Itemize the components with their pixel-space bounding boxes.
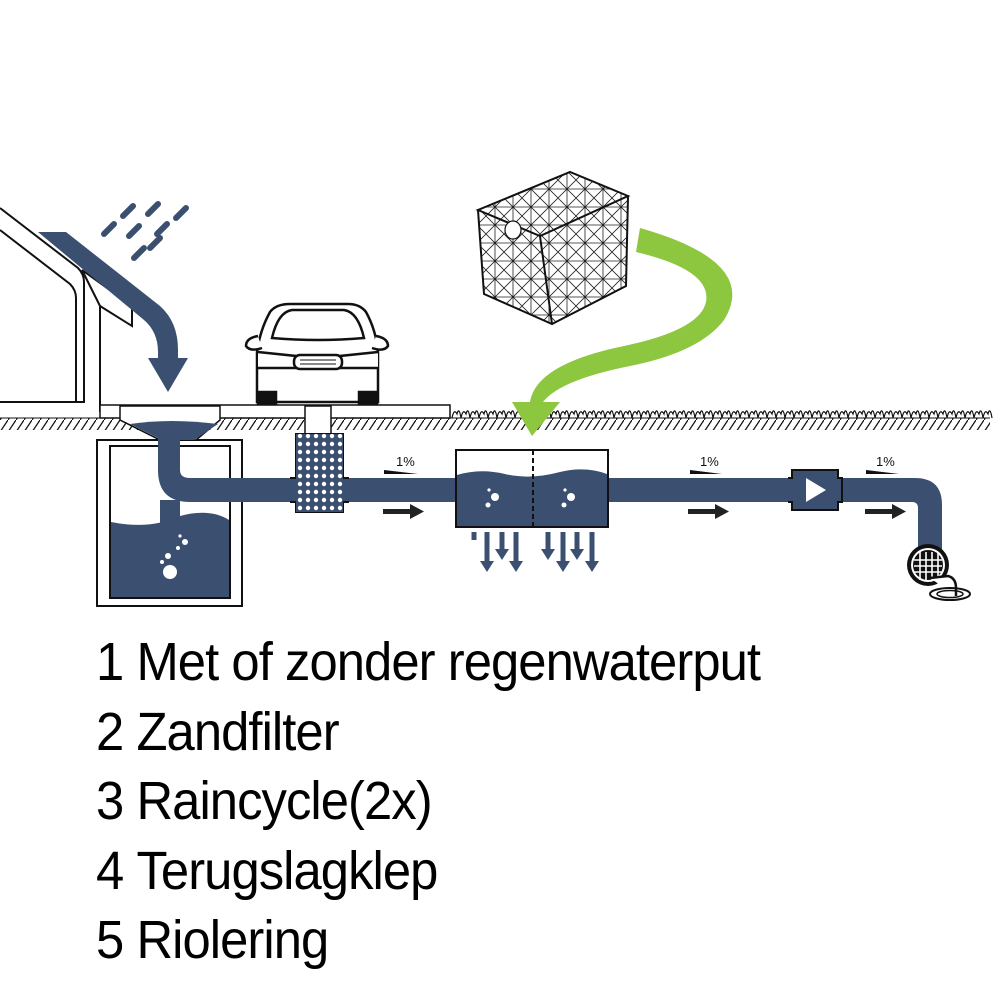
- legend-label: Riolering: [136, 910, 329, 970]
- infiltration-arrow-shaft: [499, 532, 505, 550]
- slope-indicator-1: 1%: [384, 454, 418, 474]
- slope-label: 1%: [876, 454, 895, 469]
- infiltration-arrow-head: [495, 549, 509, 560]
- curved-down-arrow-icon: [512, 228, 733, 436]
- infiltration-crate-icon: [475, 170, 631, 326]
- infiltration-arrow-head: [556, 561, 570, 572]
- legend-label: Zandfilter: [136, 701, 339, 762]
- infiltration-arrow-shaft: [513, 532, 519, 562]
- infiltration-arrow-head: [585, 561, 599, 572]
- car-icon: [244, 302, 390, 406]
- legend-label: Terugslagklep: [136, 840, 438, 901]
- infiltration-arrow-head: [541, 549, 555, 560]
- flow-arrow-1: [383, 504, 424, 519]
- infiltration-arrow-head: [480, 561, 494, 572]
- infiltration-arrow-head: [570, 549, 584, 560]
- slope-indicator-2: 1%: [690, 454, 722, 474]
- slope-label: 1%: [700, 454, 719, 469]
- sand-filter-icon: [290, 405, 349, 513]
- inlet-pipe: [158, 436, 300, 502]
- rain-drops-icon: [101, 201, 189, 261]
- pipe-segment-2: [608, 478, 793, 502]
- house-icon: [0, 207, 133, 412]
- flow-arrow-3: [865, 504, 906, 519]
- sewer-drain-icon: [907, 544, 971, 601]
- infiltration-arrow-shaft: [560, 532, 566, 562]
- roof-runoff-arrow: [38, 232, 188, 392]
- infiltration-arrow-shaft: [574, 532, 580, 550]
- slope-label: 1%: [396, 454, 415, 469]
- pipe-segment-3: [838, 478, 942, 550]
- infiltration-arrow-shaft: [589, 532, 595, 562]
- infiltration-arrow-shaft: [484, 532, 490, 562]
- grass-strip: [451, 410, 993, 419]
- drainage-diagram: 1% 1% 1%: [0, 170, 993, 607]
- raincycle-unit: [455, 449, 609, 572]
- legend-label: Met of zonder regenwaterput: [136, 632, 761, 692]
- legend-label: Raincycle(2x): [136, 771, 432, 831]
- infiltration-arrow-shaft: [545, 532, 551, 550]
- flow-arrow-2: [688, 504, 729, 519]
- infiltration-arrow-shaft: [471, 532, 477, 540]
- check-valve-icon: [788, 469, 843, 511]
- infiltration-arrow-head: [509, 561, 523, 572]
- slope-indicator-3: 1%: [866, 454, 899, 474]
